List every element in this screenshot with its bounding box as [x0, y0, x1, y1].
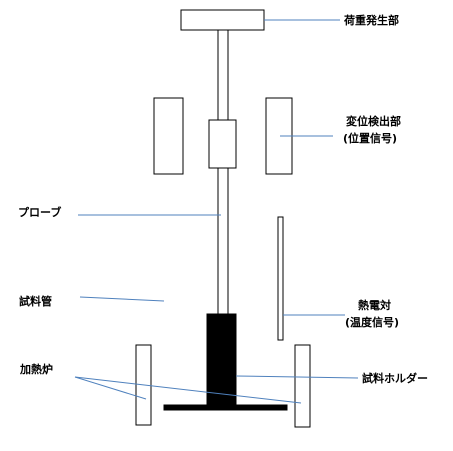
label-displacement-detector: 変位検出部: [346, 114, 401, 128]
leader-sample-holder: [235, 375, 359, 379]
leader-furnace-right: [74, 376, 302, 404]
label-sample-tube: 試料管: [19, 294, 52, 308]
label-furnace: 加熱炉: [19, 362, 53, 376]
thermocouple-rod: [277, 216, 284, 341]
leader-furnace-left: [74, 376, 147, 400]
detector-coil-left: [153, 97, 184, 175]
label-thermocouple: 熱電対: [358, 298, 391, 312]
base-plate: [163, 404, 288, 411]
sample-holder-block: [206, 313, 237, 408]
label-displacement-signal: (位置信号): [343, 131, 397, 145]
probe-rod: [217, 29, 229, 316]
label-probe: プローブ: [18, 205, 61, 219]
furnace-wall-right: [294, 344, 311, 428]
label-sample-holder: 試料ホルダー: [362, 371, 428, 385]
detector-core: [208, 119, 237, 169]
label-temperature-signal: (温度信号): [345, 315, 399, 329]
load-generator-box: [180, 9, 265, 31]
label-load-generator: 荷重発生部: [343, 13, 399, 27]
leader-sample-tube: [79, 296, 165, 302]
